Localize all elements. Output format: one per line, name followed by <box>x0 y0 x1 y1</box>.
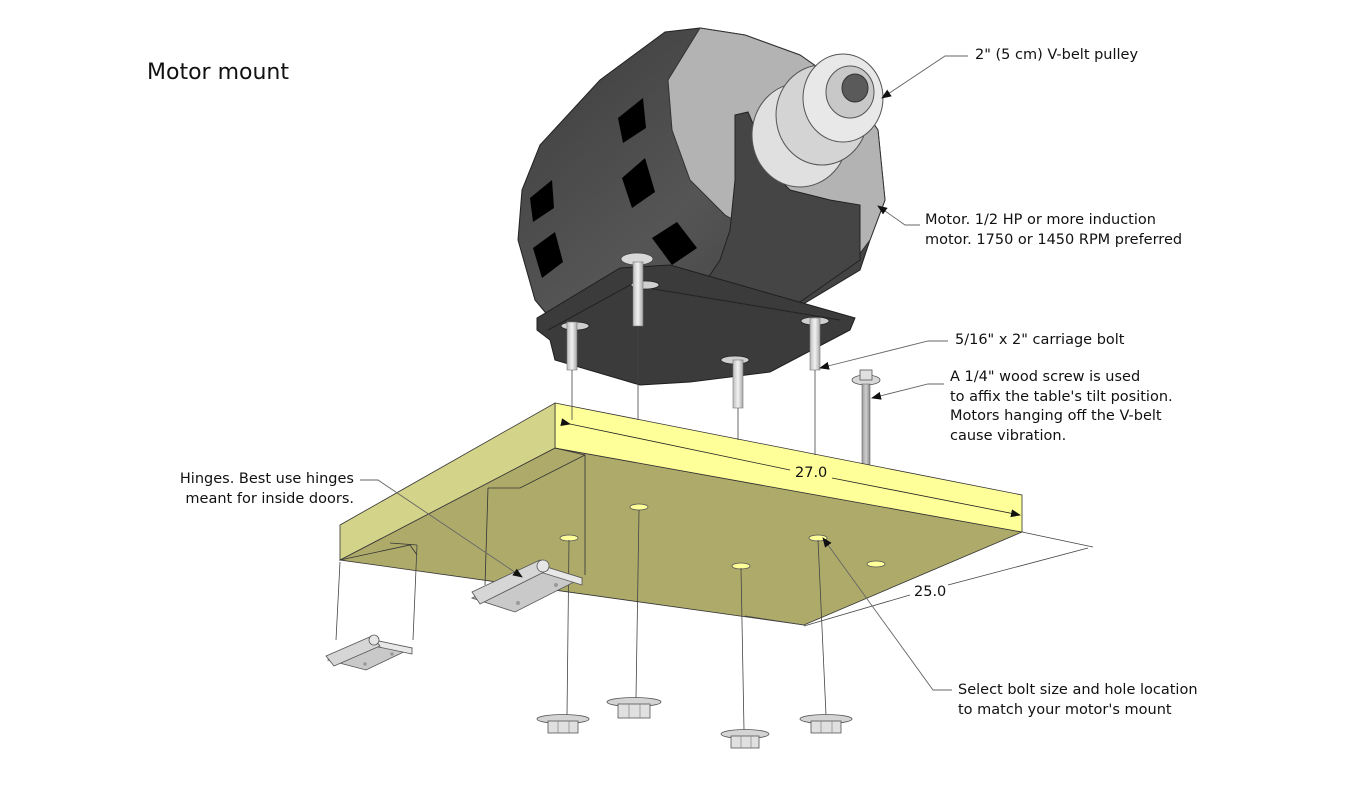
annotation-hinges: Hinges. Best use hinges meant for inside… <box>170 470 354 509</box>
annotation-wood-screw: A 1/4" wood screw is used to affix the t… <box>950 368 1173 446</box>
carriage-bolt <box>732 359 744 409</box>
leader-bolt-holes <box>822 537 952 691</box>
flange-nuts <box>536 697 853 749</box>
leader-pulley <box>881 55 968 99</box>
motor-vents <box>530 98 697 278</box>
hinge <box>325 634 414 671</box>
annotation-line: Select bolt size and hole location <box>958 682 1198 698</box>
annotation-line: 2" (5 cm) V-belt pulley <box>975 47 1139 63</box>
annotation-line: Motors hanging off the V-belt <box>950 408 1162 424</box>
dimension-width <box>744 531 1094 627</box>
leader-motor <box>877 205 920 226</box>
annotation-line: meant for inside doors. <box>185 490 354 507</box>
annotation-pulley: 2" (5 cm) V-belt pulley <box>975 46 1138 66</box>
bolt-hole <box>629 503 649 511</box>
annotation-line: to affix the table's tilt position. <box>950 388 1173 405</box>
dimension-width-label: 25.0 <box>914 584 947 600</box>
carriage-bolt <box>566 321 578 371</box>
dimension-length-label: 27.0 <box>795 465 828 481</box>
motor <box>517 27 886 386</box>
annotation-line: Hinges. Best use hinges <box>179 471 354 487</box>
annotation-line: cause vibration. <box>950 427 1067 444</box>
annotation-line: 5/16" x 2" carriage bolt <box>955 332 1125 348</box>
wood-screw <box>851 369 881 467</box>
diagram-title: Motor mount <box>147 60 289 85</box>
flange-nut <box>606 697 662 719</box>
leader-wood-screw <box>871 383 944 400</box>
annotation-line: A 1/4" wood screw is used <box>950 369 1141 385</box>
dimension-length <box>560 418 1021 518</box>
motor-mounting-plate <box>536 264 856 386</box>
annotation-line: motor. 1750 or 1450 RPM preferred <box>925 231 1183 248</box>
bolt-holes <box>559 503 886 570</box>
carriage-bolt <box>632 261 644 327</box>
annotation-line: to match your motor's mount <box>958 701 1172 718</box>
annotation-line: Motor. 1/2 HP or more induction <box>925 212 1156 228</box>
leader-hinges <box>360 479 523 578</box>
annotation-bolt-holes: Select bolt size and hole location to ma… <box>958 681 1198 720</box>
carriage-bolts <box>566 261 821 409</box>
flange-nut <box>536 714 590 734</box>
carriage-bolt <box>809 317 821 371</box>
leader-carriage-bolt <box>819 340 948 370</box>
leader-lines <box>360 55 968 691</box>
v-belt-pulley <box>751 53 884 188</box>
flange-nut <box>799 714 853 734</box>
assembly-lines <box>335 326 827 731</box>
flange-nut <box>720 729 770 749</box>
annotation-motor: Motor. 1/2 HP or more induction motor. 1… <box>925 211 1182 250</box>
bolt-hole <box>866 560 886 568</box>
annotation-carriage-bolt: 5/16" x 2" carriage bolt <box>955 331 1125 351</box>
